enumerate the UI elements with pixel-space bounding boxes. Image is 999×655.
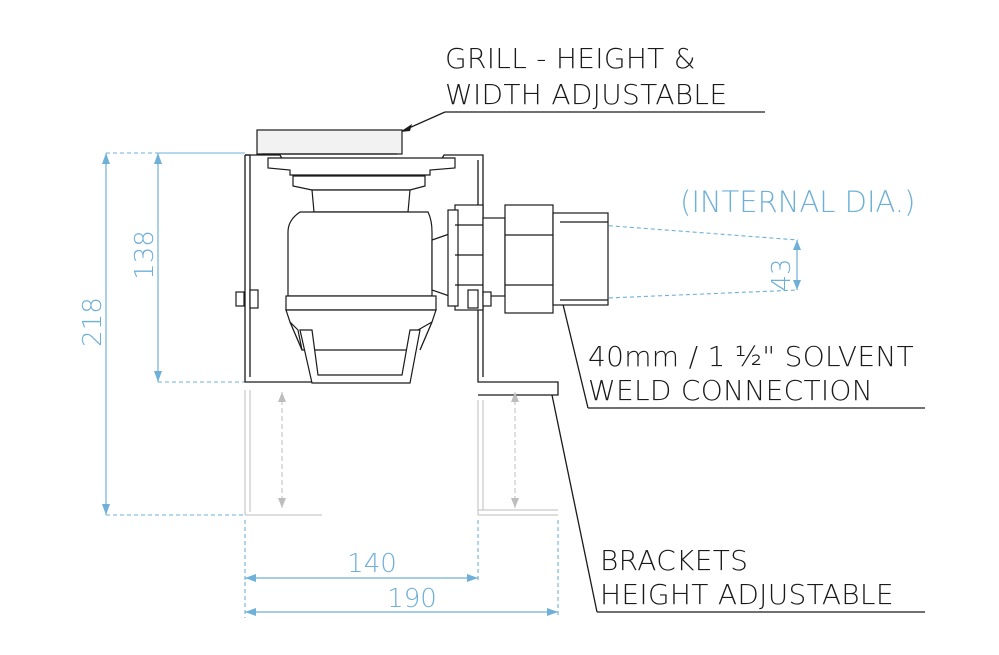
pipe-dia-value: 43 <box>767 258 797 291</box>
grill-callout-leader <box>399 111 765 133</box>
brackets-label-line1: BRACKETS <box>600 544 748 577</box>
solvent-label-line1: 40mm / 1 ½" SOLVENT <box>588 340 914 373</box>
grill-label-line2: WIDTH ADJUSTABLE <box>445 78 727 111</box>
solvent-label-line2: WELD CONNECTION <box>588 374 873 407</box>
brackets-label-line2: HEIGHT ADJUSTABLE <box>600 578 894 611</box>
grill <box>256 129 403 155</box>
trap-body <box>267 157 456 384</box>
bolt-right <box>467 289 492 309</box>
outer-width-dimension <box>244 520 559 618</box>
solvent-callout-leader <box>559 291 925 409</box>
internal-dia-label: (INTERNAL DIA.) <box>680 185 915 219</box>
grill-label-line1: GRILL - HEIGHT & <box>445 42 696 75</box>
outer-width-value: 190 <box>387 584 437 614</box>
brackets-callout-leader <box>551 394 925 613</box>
inner-width-dimension <box>244 520 479 582</box>
bolt-left <box>235 289 259 309</box>
body-height-value: 138 <box>130 230 160 280</box>
extended-brackets <box>244 390 558 516</box>
body-height-dimension <box>154 152 245 383</box>
outlet-connector <box>431 204 609 314</box>
overall-height-value: 218 <box>78 297 108 347</box>
pipe-dia-dimension <box>559 221 801 301</box>
inner-width-value: 140 <box>347 549 397 579</box>
overall-height-dimension <box>102 152 245 516</box>
